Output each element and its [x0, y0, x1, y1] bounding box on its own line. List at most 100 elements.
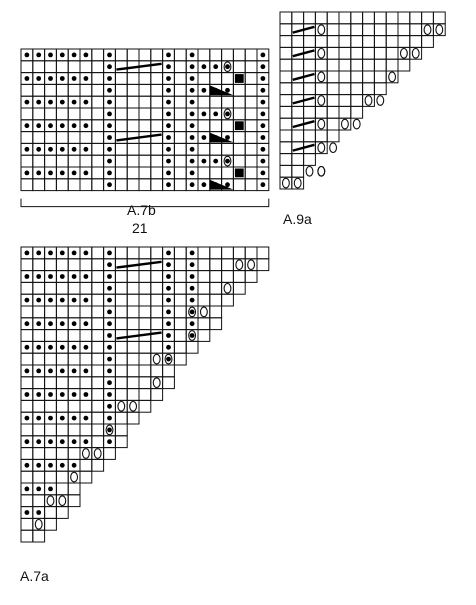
- chart-a7a-cell: [197, 281, 211, 295]
- chart-a9a-cell: [338, 70, 352, 84]
- chart-a7a-purl-dot: [189, 309, 195, 315]
- chart-a9a-cell: [397, 46, 411, 60]
- chart-a7a-purl-dot: [48, 344, 53, 350]
- chart-a7a-cell: [150, 258, 164, 272]
- chart-a7b-purl-dot: [24, 146, 30, 152]
- chart-a7a-purl-dot: [71, 462, 77, 468]
- chart-a7a-purl-dot: [107, 380, 112, 386]
- chart-a7a-purl-dot: [83, 297, 89, 303]
- chart-a7b-cell: [244, 83, 258, 97]
- chart-a7b-purl-dot: [166, 87, 171, 93]
- chart-a7a-cell: [126, 293, 140, 307]
- chart-a7a-yarn-over: [129, 400, 138, 412]
- chart-a7a-cell: [126, 281, 140, 295]
- chart-a7a-purl-dot: [24, 439, 30, 445]
- chart-a7a-cell: [150, 305, 164, 319]
- chart-a7b-cell: [126, 142, 140, 156]
- chart-a7a-purl-dot: [36, 415, 42, 421]
- chart-a9a-title: A.9a: [283, 211, 312, 227]
- chart-a7b-purl-dot: [189, 99, 195, 105]
- chart-a7b-cell: [209, 48, 223, 62]
- chart-a9a-cell: [291, 164, 305, 178]
- chart-a7a-cell: [114, 270, 128, 283]
- chart-a7a-cell: [173, 246, 187, 260]
- chart-a7a-cell: [44, 305, 57, 319]
- chart-a7b-purl-dot: [24, 99, 30, 105]
- chart-a7a-cell: [221, 246, 234, 260]
- chart-a7b-cell: [232, 107, 246, 121]
- chart-a7b-cell: [114, 83, 128, 97]
- chart-a7a-purl-dot: [24, 462, 30, 468]
- chart-a7a-cell: [32, 529, 46, 543]
- chart-a7b-cell: [244, 166, 258, 180]
- chart-a7a-purl-dot: [166, 309, 171, 315]
- chart-a7b-purl-dot: [189, 111, 195, 117]
- chart-a7b-cell: [67, 131, 81, 144]
- chart-a7b-decrease-wedge: [209, 85, 234, 96]
- chart-a7a-purl-dot: [83, 368, 89, 374]
- chart-a7b-purl-dot: [107, 64, 112, 70]
- chart-a7b-cell: [20, 178, 34, 192]
- chart-a9a-cell: [350, 105, 364, 119]
- chart-a7b-cell: [55, 154, 69, 168]
- chart-a7a-cell: [126, 340, 140, 354]
- chart-a7a-cell: [67, 399, 81, 413]
- chart-a7b-cell: [32, 83, 46, 97]
- chart-a7b-purl-dot: [260, 87, 266, 93]
- chart-a7a-purl-dot: [83, 321, 89, 327]
- chart-a7b-cell: [138, 178, 152, 192]
- chart-a7a-yarn-over: [188, 306, 197, 318]
- chart-a9a-cell: [314, 94, 328, 107]
- chart-a7a-cell: [185, 340, 199, 354]
- chart-a7a-cell: [32, 305, 46, 319]
- chart-a7b-cell: [67, 107, 81, 121]
- chart-a7a-purl-dot: [83, 250, 89, 256]
- chart-a7b-cell: [91, 166, 105, 180]
- chart-a7a-purl-dot: [107, 297, 112, 303]
- chart-a9a-cell: [279, 105, 293, 119]
- chart-a9a-cell: [385, 58, 399, 72]
- chart-a7a-cell: [126, 317, 140, 331]
- chart-a7a-cell: [209, 293, 223, 307]
- chart-a7a-cell: [126, 411, 140, 425]
- chart-a7b-purl-dot: [166, 146, 171, 152]
- chart-a9a-cell: [279, 58, 293, 72]
- chart-a9a-cell: [397, 35, 411, 48]
- chart-a9a-cell: [362, 23, 375, 37]
- chart-a9a-cell: [362, 70, 375, 84]
- chart-a7b-cell: [173, 178, 187, 192]
- chart-a7a-cell: [67, 470, 81, 484]
- chart-a7b-cell: [138, 119, 152, 133]
- chart-a7b-cell: [138, 72, 152, 85]
- chart-a9a-cell: [350, 94, 364, 107]
- chart-a7b-purl-dot: [36, 123, 42, 129]
- chart-a7a-purl-dot: [24, 297, 30, 303]
- chart-a7b-cell: [209, 166, 223, 180]
- chart-a7a-yarn-over: [81, 448, 90, 459]
- chart-a7a-purl-dot: [48, 368, 53, 374]
- chart-a7b-cell: [244, 131, 258, 144]
- chart-a7a-cell: [173, 340, 187, 354]
- chart-a7a-cell: [150, 293, 164, 307]
- chart-a7a-purl-dot: [36, 274, 42, 279]
- chart-a7a-cell: [32, 517, 46, 531]
- chart-a7b-purl-dot: [260, 123, 266, 129]
- chart-a9a-cell: [338, 23, 352, 37]
- chart-a7b-cell: [173, 142, 187, 156]
- chart-a7a-cell: [138, 388, 152, 401]
- chart-a7a-purl-dot: [48, 439, 53, 445]
- chart-a7b-cell: [150, 60, 164, 74]
- chart-a7b-purl-dot: [166, 111, 171, 117]
- chart-a7a-cell: [79, 399, 93, 413]
- chart-a7a-purl-dot: [36, 510, 42, 515]
- chart-a7b-title: A.7b: [127, 202, 156, 218]
- chart-a7a-cell: [44, 352, 57, 366]
- chart-a7b-purl-dot: [83, 76, 89, 81]
- chart-a7a-purl-dot: [107, 274, 112, 279]
- chart-a7b-purl-dot: [260, 135, 266, 140]
- chart-a9a-yarn-over: [388, 71, 397, 83]
- chart-a7a-purl-dot: [71, 439, 77, 445]
- chart-a7a-cell: [114, 246, 128, 260]
- chart-a7a-cell: [91, 305, 105, 319]
- chart-a7b-purl-dot: [201, 182, 207, 188]
